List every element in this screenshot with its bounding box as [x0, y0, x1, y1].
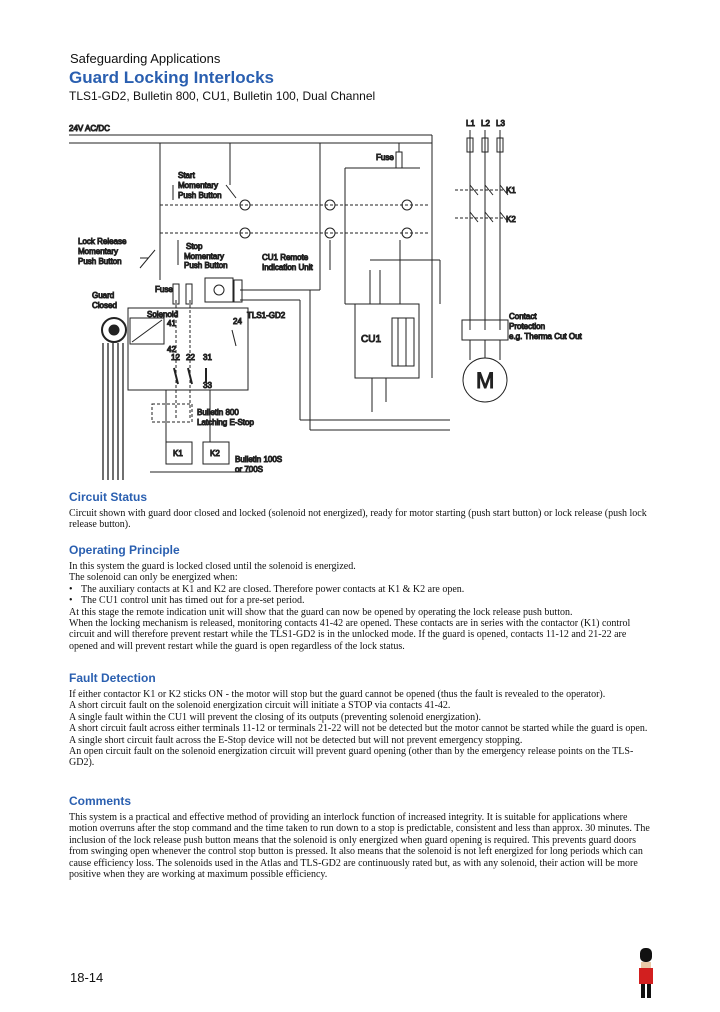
- k1-coil: [165, 441, 193, 465]
- cu1-remote-label-1: CU1 Remote: [262, 253, 309, 262]
- fault-line-5: A single short circuit fault across the …: [69, 734, 523, 746]
- indicator-lamps: [160, 199, 430, 239]
- terminal-24: 24: [233, 317, 242, 326]
- royal-guard-logo-icon: [639, 948, 653, 998]
- bulletin100-label-2: or 700S: [235, 465, 263, 474]
- contactor-k2-label: K2: [506, 215, 516, 224]
- terminal-42: 42: [167, 345, 176, 354]
- operating-principle-para2: The solenoid can only be energized when:: [69, 572, 238, 584]
- operating-principle-para4: When the locking mechanism is released, …: [69, 618, 631, 652]
- lock-icon: [101, 317, 127, 343]
- circuit-status-section: Circuit Status Circuit shown with guard …: [69, 490, 655, 531]
- fault-line-1: If either contactor K1 or K2 sticks ON -…: [69, 689, 606, 700]
- fuse-right-label: Fuse: [376, 153, 394, 162]
- comments-body: This system is a practical and effective…: [69, 812, 650, 881]
- operating-principle-bullet-1: The auxiliary contacts at K1 and K2 are …: [69, 584, 655, 595]
- circuit-status-body: Circuit shown with guard door closed and…: [69, 508, 647, 531]
- fuse-left-label: Fuse: [155, 285, 173, 294]
- solenoid-label: Solenoid: [147, 310, 178, 319]
- tls-label: TLS1-GD2: [247, 311, 286, 320]
- page-number: 18-14: [70, 970, 104, 985]
- stop-label-3: Push Button: [184, 261, 228, 270]
- k2-coil: [202, 441, 230, 465]
- tls-contacts: [173, 300, 237, 420]
- wiring: [159, 135, 450, 442]
- contactor-k1-label: K1: [506, 186, 516, 195]
- solenoid-box: [129, 317, 165, 345]
- estop-label-2: Latching E-Stop: [197, 418, 254, 427]
- operating-principle-bullet-2: The CU1 control unit has timed out for a…: [69, 595, 655, 606]
- section-label: Safeguarding Applications: [70, 51, 221, 66]
- cu1-label: CU1: [361, 334, 381, 345]
- fault-line-6: An open circuit fault on the solenoid en…: [69, 746, 634, 769]
- stop-label-1: Stop: [186, 242, 203, 251]
- operating-principle-heading: Operating Principle: [69, 543, 180, 557]
- fault-line-3: A single fault within the CU1 will preve…: [69, 711, 481, 723]
- tls-switch-box: [127, 307, 249, 391]
- terminal-22: 22: [186, 353, 195, 362]
- lock-release-label-3: Push Button: [78, 257, 122, 266]
- guard-closed-label-1: Guard: [92, 291, 114, 300]
- fuse-right: [395, 151, 403, 169]
- k2-coil-label: K2: [210, 449, 220, 458]
- fault-line-4: A short circuit fault across either term…: [69, 723, 648, 735]
- contact-protection-line1: Contact: [509, 312, 537, 321]
- page-title: Guard Locking Interlocks: [69, 68, 274, 87]
- guard-closed-label-2: Closed: [92, 301, 117, 310]
- fuse-left-a: [172, 283, 180, 305]
- supply-label: 24V AC/DC: [69, 124, 110, 133]
- bulletin100-label-1: Bulletin 100S: [235, 455, 282, 464]
- phase-lines: [455, 130, 509, 330]
- fault-detection-section: Fault Detection If either contactor K1 o…: [69, 671, 655, 769]
- estop-label-1: Bulletin 800: [197, 408, 239, 417]
- lock-release-label-2: Momentary: [78, 247, 118, 256]
- circuit-status-heading: Circuit Status: [69, 490, 148, 504]
- page-subtitle: TLS1-GD2, Bulletin 800, CU1, Bulletin 10…: [69, 89, 376, 103]
- operating-principle-para1: In this system the guard is locked close…: [69, 561, 356, 572]
- start-label-2: Momentary: [178, 181, 218, 190]
- fuse-left-b: [185, 283, 193, 305]
- cu1-relay-box: [391, 317, 415, 367]
- fault-line-2: A short circuit fault on the solenoid en…: [69, 700, 451, 712]
- cu1-remote-label-2: Indication Unit: [262, 263, 313, 272]
- fault-detection-heading: Fault Detection: [69, 671, 156, 685]
- terminal-31: 31: [203, 353, 212, 362]
- circuit-diagram: 24V AC/DC L1 L2 L3 K1 K2 Contact Protect…: [69, 119, 583, 480]
- cu1-unit-box: [354, 303, 420, 379]
- phase-l3-label: L3: [496, 119, 505, 128]
- k1-coil-label: K1: [173, 449, 183, 458]
- comments-section: Comments This system is a practical and …: [69, 794, 655, 880]
- contact-protection-line2: Protection: [509, 322, 545, 331]
- start-label-1: Start: [178, 171, 196, 180]
- operating-principle-para3: At this stage the remote indication unit…: [69, 606, 573, 618]
- push-buttons: [139, 143, 237, 269]
- lock-release-label-1: Lock Release: [78, 237, 127, 246]
- start-label-3: Push Button: [178, 191, 222, 200]
- guard-hatch: [102, 343, 124, 480]
- comments-heading: Comments: [69, 794, 132, 808]
- estop-box: [151, 403, 193, 423]
- phase-l1-label: L1: [466, 119, 475, 128]
- terminal-41: 41: [167, 319, 176, 328]
- contact-protection-line3: e.g. Therma Cut Out: [509, 332, 583, 341]
- operating-principle-list: The auxiliary contacts at K1 and K2 are …: [69, 584, 655, 607]
- motor-label: M: [476, 368, 494, 393]
- operating-principle-section: Operating Principle In this system the g…: [69, 543, 655, 652]
- phase-l2-label: L2: [481, 119, 490, 128]
- terminal-33: 33: [203, 381, 212, 390]
- stop-label-2: Momentary: [184, 252, 224, 261]
- cu1-remote-box: [204, 277, 234, 303]
